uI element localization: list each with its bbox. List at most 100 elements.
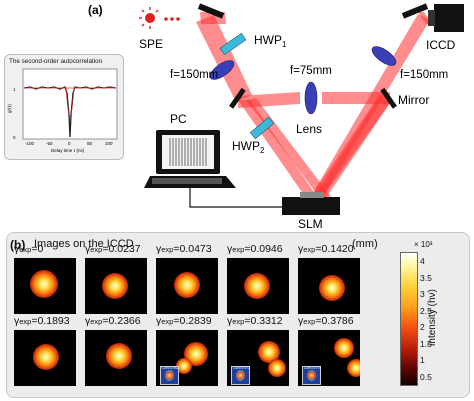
frame-gamma-label: γexp=0 — [14, 243, 43, 255]
iccd-frame: γexp=0.1893 — [14, 315, 76, 386]
gamma-value: =0 — [31, 243, 44, 255]
setup-diagram: SPE ICCD HWP1 f=150mm HWP2 f=75mm Lens f… — [88, 3, 464, 231]
hwp2-plate — [249, 116, 275, 140]
beam-spot — [244, 273, 270, 299]
frame-image — [14, 258, 76, 314]
gamma-symbol: γ — [298, 243, 304, 255]
pc-label: PC — [170, 112, 187, 126]
gamma-symbol: γ — [227, 315, 233, 327]
gamma-symbol: γ — [227, 243, 233, 255]
inset-ytick-1: 1 — [13, 87, 16, 92]
colorbar-tick: 3.5 — [420, 272, 432, 283]
slm-device — [282, 197, 340, 215]
spe-source-icon — [139, 7, 180, 29]
gamma-value: =0.3312 — [244, 315, 283, 327]
inset-title: The second-order autocorrelation — [9, 58, 103, 65]
gamma-value: =0.1893 — [31, 315, 70, 327]
inset-xtick: 0 — [68, 141, 71, 146]
beam-spot — [102, 273, 128, 299]
slm-label: SLM — [298, 217, 323, 231]
gamma-value: =0.0473 — [173, 243, 212, 255]
gamma-symbol: γ — [156, 315, 162, 327]
frame-gamma-label: γexp=0.0946 — [227, 243, 283, 255]
center-lens-focal: f=75mm — [290, 65, 332, 77]
beam-spot — [106, 343, 132, 369]
gamma-symbol: γ — [14, 315, 20, 327]
frame-gamma-label: γexp=0.0473 — [156, 243, 212, 255]
gamma-value: =0.0237 — [102, 243, 141, 255]
gamma-subscript: exp — [90, 245, 103, 254]
pc-computer-icon — [144, 130, 236, 188]
panel-a-label: (a) — [88, 3, 103, 17]
iccd-frame: γexp=0 — [14, 243, 76, 314]
left-lower-mirror — [229, 87, 246, 109]
contrast-text: Con=0.972 — [233, 366, 251, 370]
colorbar-tick: 2.5 — [420, 305, 432, 316]
contrast-text: Con=0.962 — [162, 366, 180, 370]
gamma-subscript: exp — [232, 317, 245, 326]
frame-image — [85, 330, 147, 386]
frame-gamma-label: γexp=0.1420 — [298, 243, 354, 255]
iccd-frame: γexp=0.0237 — [85, 243, 147, 314]
contrast-inset: Con=0.972 — [231, 366, 250, 385]
iccd-camera-icon — [428, 4, 464, 32]
inset-xlabel: Delay time τ (ns) — [51, 148, 85, 153]
colorbar-multiplier: × 10³ — [414, 240, 433, 249]
contrast-inset: Con=0.974 — [302, 366, 321, 385]
right-lens-focal: f=150mm — [400, 69, 448, 81]
iccd-label: ICCD — [426, 38, 456, 52]
gamma-symbol: γ — [14, 243, 20, 255]
gamma-symbol: γ — [156, 243, 162, 255]
inset-plot: 1 0 -100 -50 0 50 100 Delay time τ (ns) … — [7, 68, 118, 153]
hwp1-label: HWP1 — [254, 33, 287, 49]
gamma-symbol: γ — [85, 315, 91, 327]
intensity-colorbar — [400, 252, 418, 386]
colorbar-tick: 2 — [420, 322, 425, 332]
inset-ylabel: g²(τ) — [7, 104, 12, 113]
left-lens — [209, 60, 235, 80]
autocorrelation-inset: The second-order autocorrelation 1 0 -10… — [4, 54, 124, 160]
panel-b-title: Images on the ICCD — [34, 238, 134, 250]
beam-spot — [347, 359, 360, 377]
beam-slm-to-iccd-a — [310, 14, 430, 198]
colorbar-tick: 1 — [420, 355, 425, 365]
right-lower-mirror — [380, 87, 397, 109]
beam-spot — [176, 358, 192, 374]
center-lens — [304, 81, 318, 115]
contrast-inset: Con=0.962 — [160, 366, 179, 385]
inset-xtick: 50 — [87, 141, 93, 146]
colorbar-tick: 3 — [420, 289, 425, 299]
colorbar-label: intensity (hν) — [426, 289, 438, 346]
colorbar-tick: 0.5 — [420, 371, 432, 382]
frame-gamma-label: γexp=0.3312 — [227, 315, 283, 327]
contrast-text: Con=0.974 — [304, 366, 322, 370]
inset-ytick-0: 0 — [13, 135, 16, 140]
top-left-mirror — [197, 3, 225, 19]
gamma-value: =0.0946 — [244, 243, 283, 255]
beam-slm-to-right-mirror — [314, 96, 392, 198]
beam-spot — [33, 344, 59, 370]
beam-spot — [174, 272, 200, 298]
beam-mirror-to-left-lower-mirror — [196, 15, 252, 102]
beam-spot — [258, 341, 280, 363]
mirror-label: Mirror — [398, 93, 429, 107]
hwp2-label: HWP2 — [232, 139, 265, 155]
frame-image — [14, 330, 76, 386]
beam-spot — [319, 275, 345, 301]
gamma-subscript: exp — [303, 245, 316, 254]
iccd-frame: γexp=0.0473 — [156, 243, 218, 314]
panel-b-label: (b) — [10, 238, 26, 252]
laser-beams — [196, 12, 432, 198]
inset-xtick: -50 — [46, 141, 53, 146]
gamma-symbol: γ — [85, 243, 91, 255]
left-lens-focal: f=150mm — [170, 69, 218, 81]
frame-gamma-label: γexp=0.3786 — [298, 315, 354, 327]
gamma-subscript: exp — [161, 245, 174, 254]
beam-spot — [334, 338, 354, 358]
pc-slm-cable — [189, 188, 282, 208]
iccd-frame: γexp=0.0946 — [227, 243, 289, 314]
